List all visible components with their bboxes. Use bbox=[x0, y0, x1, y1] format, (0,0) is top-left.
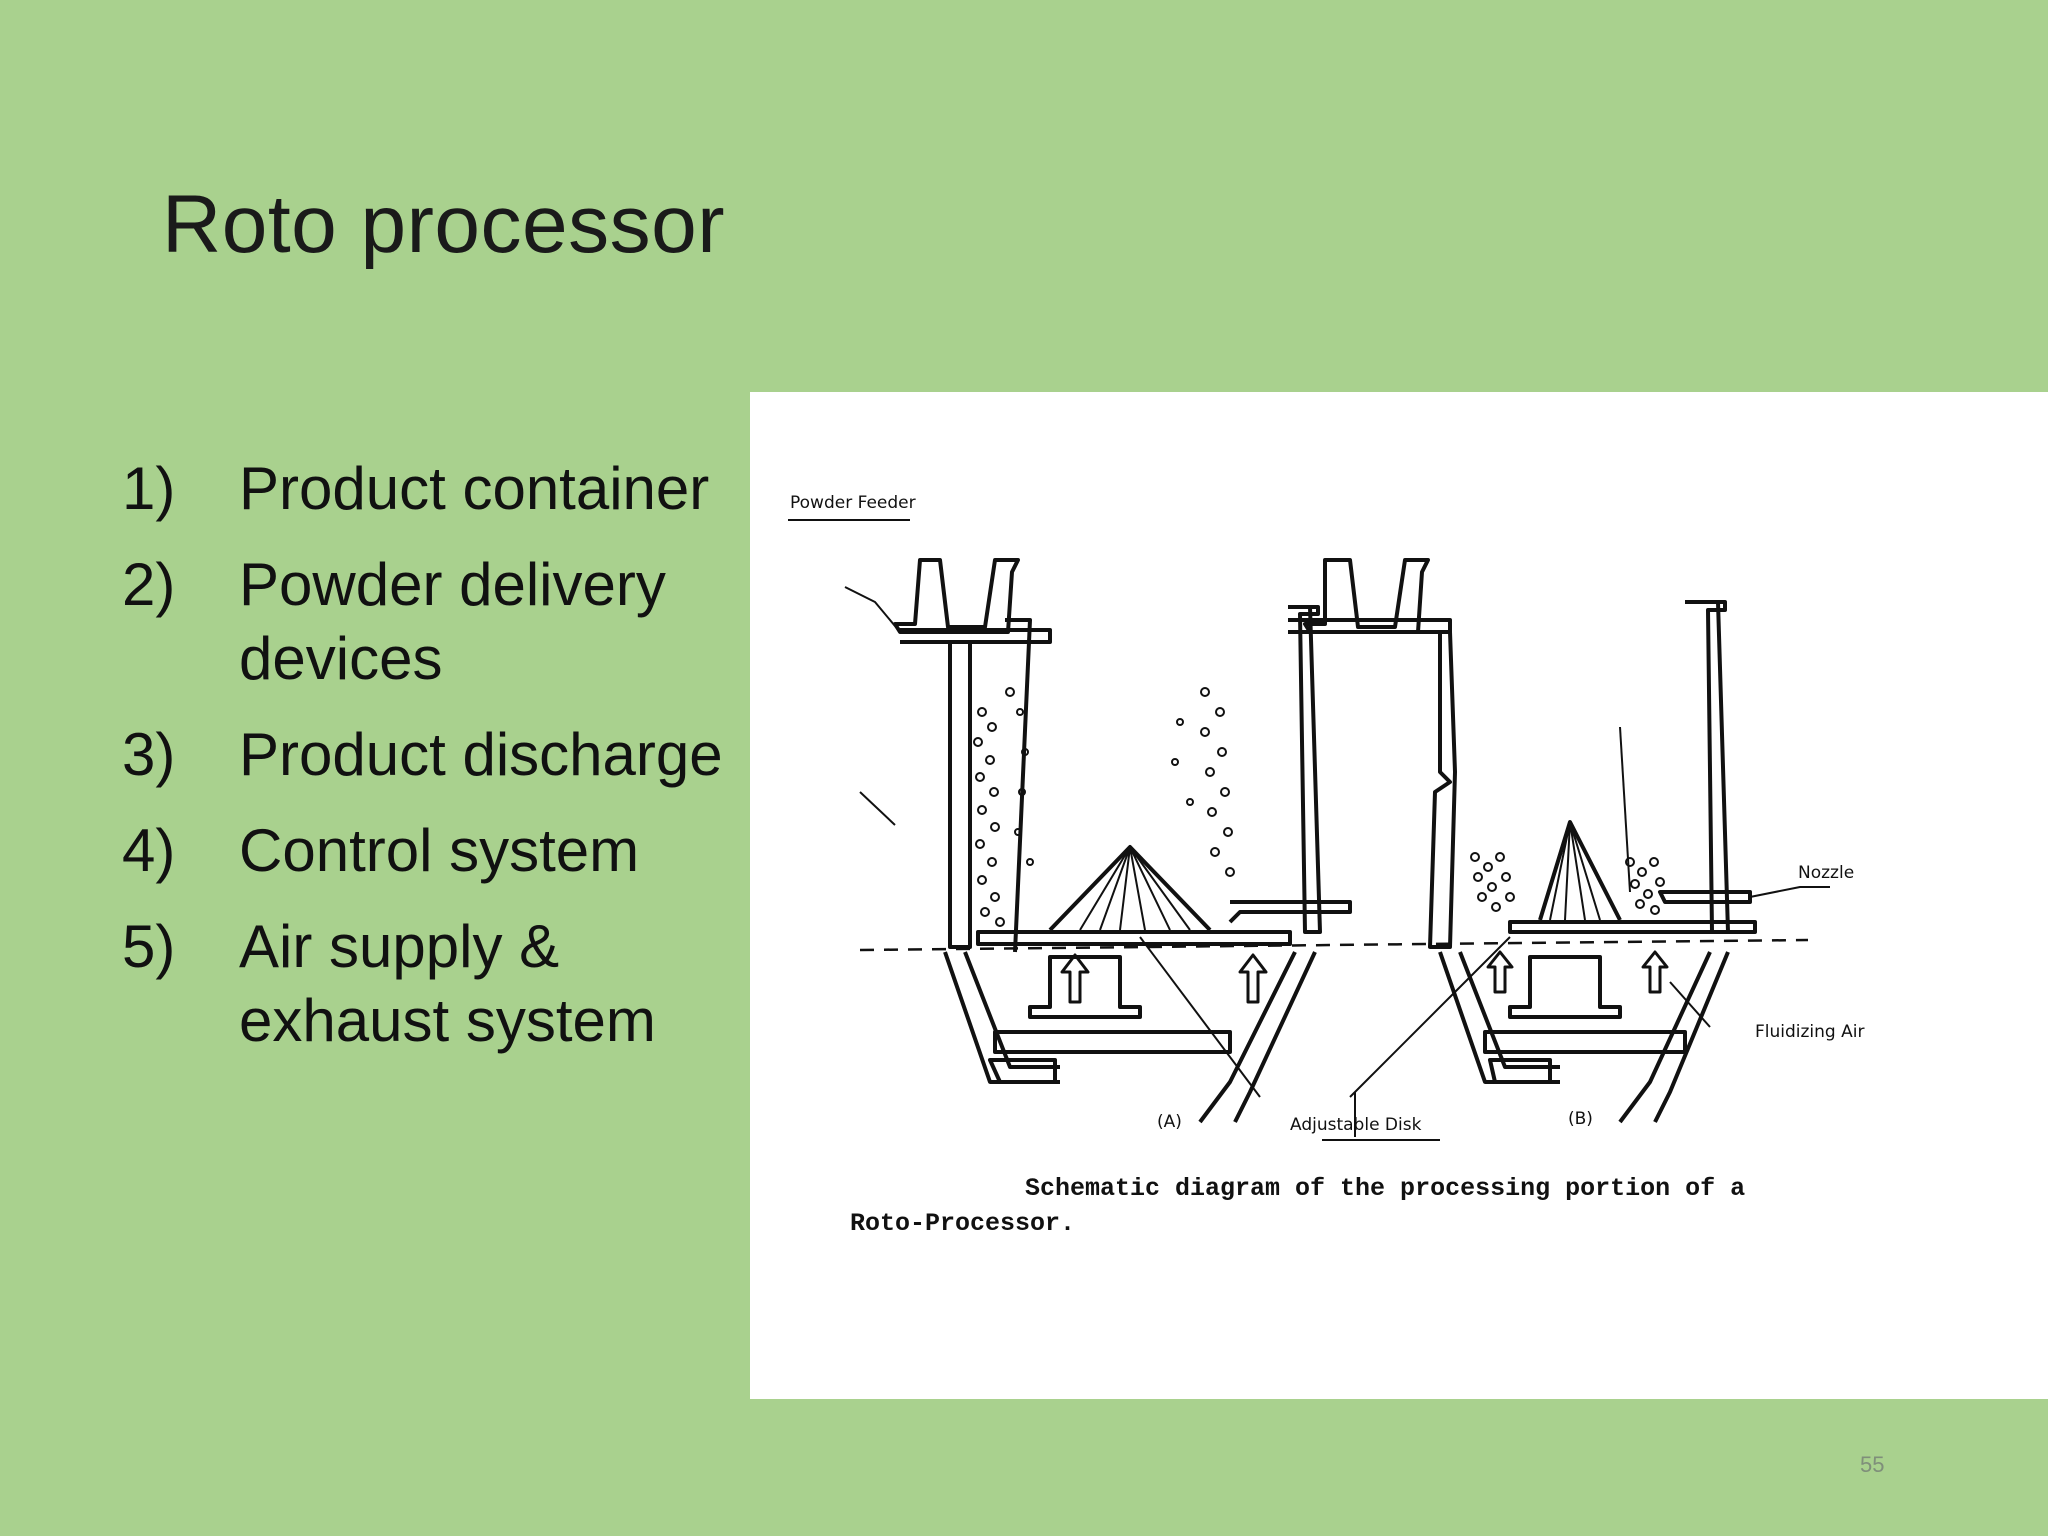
feeder-tray-b bbox=[1288, 618, 1452, 634]
nozzle-a bbox=[1228, 900, 1352, 924]
fluidizing-air-leader bbox=[1669, 981, 1711, 1028]
air-arrow-left-a bbox=[1060, 953, 1090, 1004]
air-arrow-right-a bbox=[1238, 953, 1268, 1004]
motor-housing-a bbox=[1028, 955, 1142, 1019]
figure-caption-line2: Roto-Processor. bbox=[850, 1209, 1075, 1238]
list-item: 3) Product discharge bbox=[122, 718, 742, 792]
inner-wall-a bbox=[1005, 618, 1032, 953]
rotating-disk-a bbox=[976, 930, 1292, 946]
list-item-number: 3) bbox=[122, 721, 176, 788]
motor-housing-b bbox=[1508, 955, 1622, 1019]
feeder-tray-a bbox=[900, 628, 1052, 644]
list-item-number: 4) bbox=[122, 817, 176, 884]
list-item-text: Control system bbox=[239, 817, 640, 884]
label-fluidizing-air: Fluidizing Air bbox=[1755, 1022, 1864, 1042]
powder-feeder-hopper-b bbox=[1303, 558, 1430, 634]
foot-b bbox=[1488, 1058, 1552, 1084]
slide-title: Roto processor bbox=[162, 179, 726, 270]
disk-cone-a bbox=[1048, 845, 1212, 932]
list-item: 2) Powder delivery devices bbox=[122, 548, 742, 696]
disk-leader-a bbox=[1139, 936, 1261, 1098]
granules-a bbox=[973, 687, 1235, 927]
schematic-drawing bbox=[844, 558, 1830, 1137]
list-item-number: 1) bbox=[122, 455, 176, 522]
list-item-text: Product container bbox=[239, 455, 710, 522]
nozzle-b bbox=[1658, 890, 1752, 904]
list-item-text: Air supply & exhaust system bbox=[239, 913, 656, 1054]
component-list: 1) Product container 2) Powder delivery … bbox=[122, 452, 742, 1080]
feeder-leader-a bbox=[844, 586, 901, 826]
label-adjustable-disk: Adjustable Disk bbox=[1290, 1115, 1422, 1135]
left-wall-b bbox=[1428, 631, 1457, 949]
label-part-a: (A) bbox=[1157, 1112, 1182, 1132]
cone-hatching-b bbox=[1549, 821, 1601, 921]
list-item: 1) Product container bbox=[122, 452, 742, 526]
cone-hatching-a bbox=[1079, 846, 1191, 931]
left-wall-a bbox=[948, 642, 972, 949]
list-item: 5) Air supply & exhaust system bbox=[122, 910, 742, 1058]
page-number: 55 bbox=[1860, 1452, 1885, 1477]
granules-b bbox=[1470, 852, 1665, 915]
label-nozzle: Nozzle bbox=[1798, 863, 1854, 883]
disk-leader-b bbox=[1349, 936, 1511, 1098]
lower-right-inner-a bbox=[1233, 951, 1317, 1123]
lower-right-a bbox=[1198, 951, 1297, 1124]
nozzle-pipe-b bbox=[1619, 726, 1631, 893]
list-item-text: Powder delivery devices bbox=[239, 551, 666, 692]
base-plate-a bbox=[993, 1030, 1232, 1054]
roto-processor-schematic: Powder Feeder Nozzle Fluidizing Air Adju… bbox=[788, 493, 1864, 1238]
roto-processor-figure: Powder Feeder Nozzle Fluidizing Air Adju… bbox=[750, 392, 2048, 1399]
lower-left-inner-b bbox=[1458, 951, 1560, 1069]
lower-right-b bbox=[1618, 951, 1712, 1124]
label-part-b: (B) bbox=[1568, 1109, 1593, 1129]
lower-left-inner-a bbox=[963, 951, 1060, 1069]
air-arrow-right-b bbox=[1641, 950, 1669, 994]
air-arrow-left-b bbox=[1486, 950, 1514, 994]
powder-feeder-hopper-a bbox=[893, 558, 1020, 634]
foot-a bbox=[988, 1058, 1057, 1084]
rotating-disk-b bbox=[1508, 920, 1757, 934]
list-item-number: 5) bbox=[122, 913, 176, 980]
list-item-text: Product discharge bbox=[239, 721, 723, 788]
figure-caption-line1: Schematic diagram of the processing port… bbox=[1025, 1174, 1745, 1203]
list-item-number: 2) bbox=[122, 551, 176, 618]
label-powder-feeder: Powder Feeder bbox=[790, 493, 916, 513]
right-wall-a bbox=[1288, 605, 1322, 934]
right-wall-b bbox=[1685, 600, 1730, 934]
lower-right-inner-b bbox=[1653, 951, 1730, 1123]
list-item: 4) Control system bbox=[122, 814, 742, 888]
nozzle-leader-b bbox=[1749, 886, 1830, 898]
base-plate-b bbox=[1483, 1030, 1687, 1054]
